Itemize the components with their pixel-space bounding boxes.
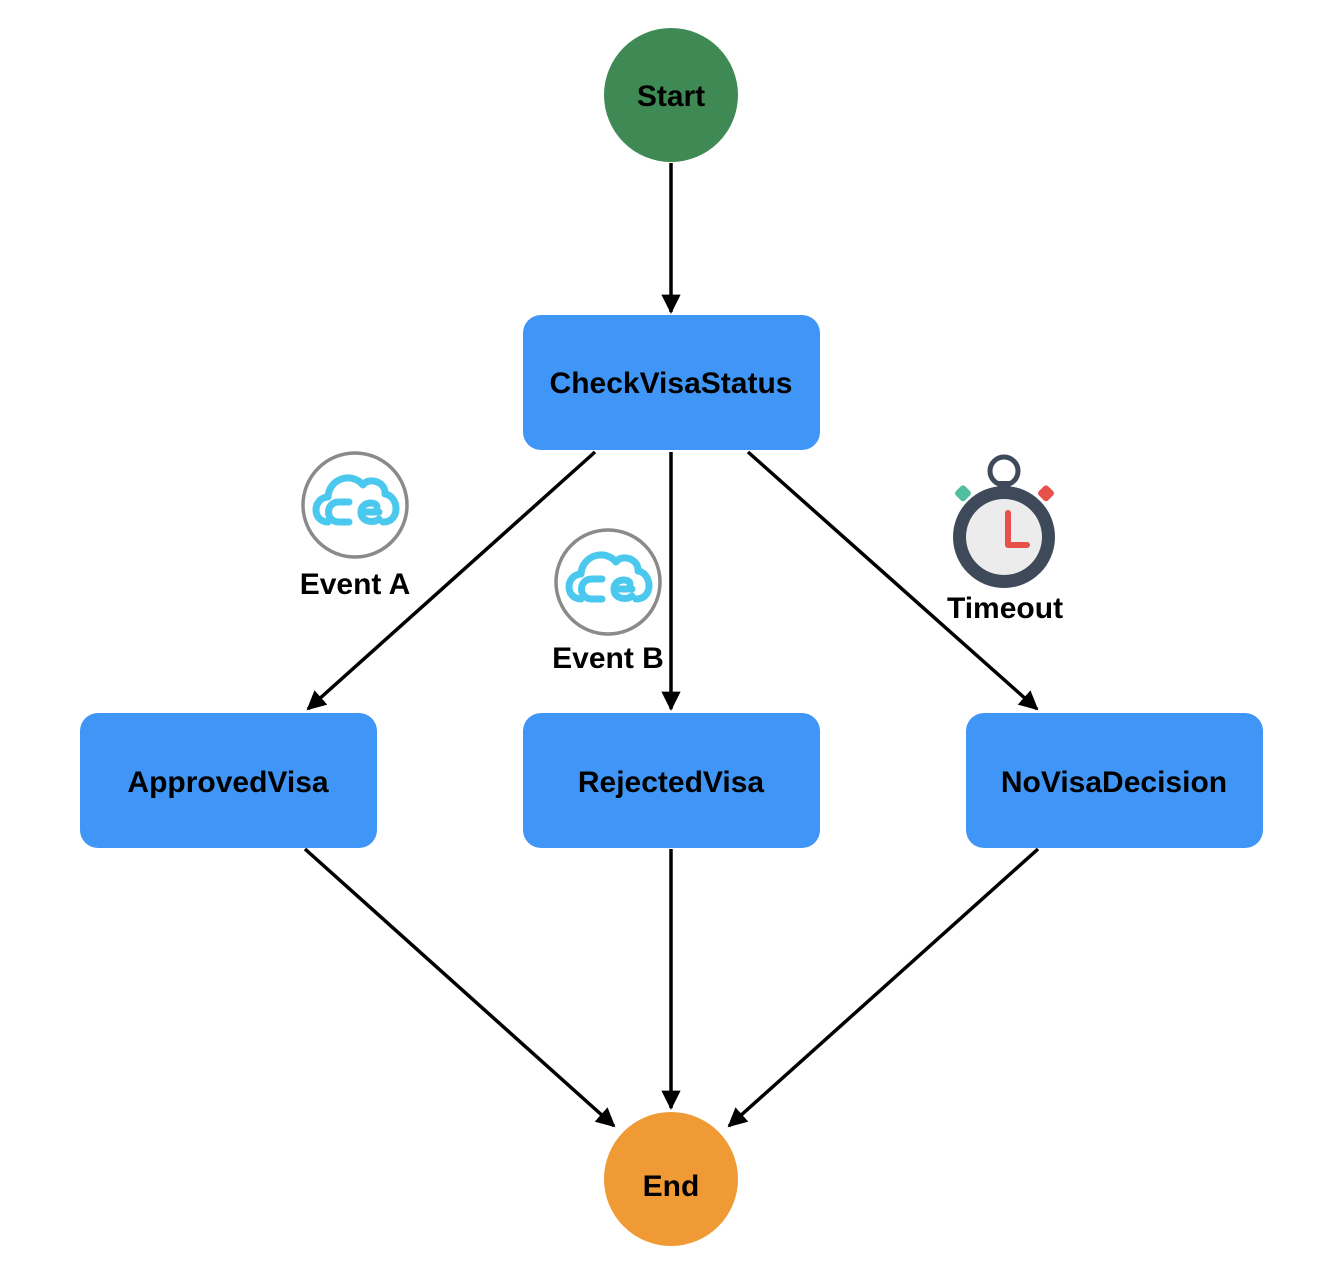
event-b-marker: Event B: [552, 528, 664, 675]
start-node[interactable]: Start: [604, 28, 738, 162]
end-node-shape: [604, 1112, 738, 1246]
event-a-label: Event A: [300, 568, 411, 601]
no-visa-decision-label: NoVisaDecision: [1001, 766, 1227, 799]
event-a-marker: Event A: [300, 451, 411, 601]
approved-visa-node[interactable]: ApprovedVisa: [80, 713, 377, 848]
rejected-visa-label: RejectedVisa: [578, 766, 765, 799]
check-visa-status-label: CheckVisaStatus: [550, 367, 793, 400]
start-node-shape: [604, 28, 738, 162]
end-node[interactable]: End: [604, 1112, 738, 1246]
stopwatch-icon: [953, 454, 1055, 588]
edge-novisa-to-end: [727, 847, 1040, 1128]
edge-check-to-novisa: [746, 450, 1039, 711]
timeout-marker: Timeout: [947, 454, 1063, 625]
no-visa-decision-node[interactable]: NoVisaDecision: [966, 713, 1263, 848]
approved-visa-shape: [80, 713, 377, 848]
cloud-event-icon: [301, 451, 409, 559]
cloud-event-icon: [554, 528, 662, 636]
edge-approved-to-end: [303, 847, 616, 1128]
end-node-label: End: [643, 1170, 700, 1203]
check-visa-status-shape: [523, 315, 820, 450]
approved-visa-label: ApprovedVisa: [127, 766, 328, 799]
rejected-visa-shape: [523, 713, 820, 848]
event-b-label: Event B: [552, 642, 664, 675]
start-node-label: Start: [637, 80, 705, 113]
check-visa-status-node[interactable]: CheckVisaStatus: [523, 315, 820, 450]
no-visa-decision-shape: [966, 713, 1263, 848]
timeout-label: Timeout: [947, 592, 1063, 625]
edge-check-to-approved: [306, 450, 597, 711]
rejected-visa-node[interactable]: RejectedVisa: [523, 713, 820, 848]
